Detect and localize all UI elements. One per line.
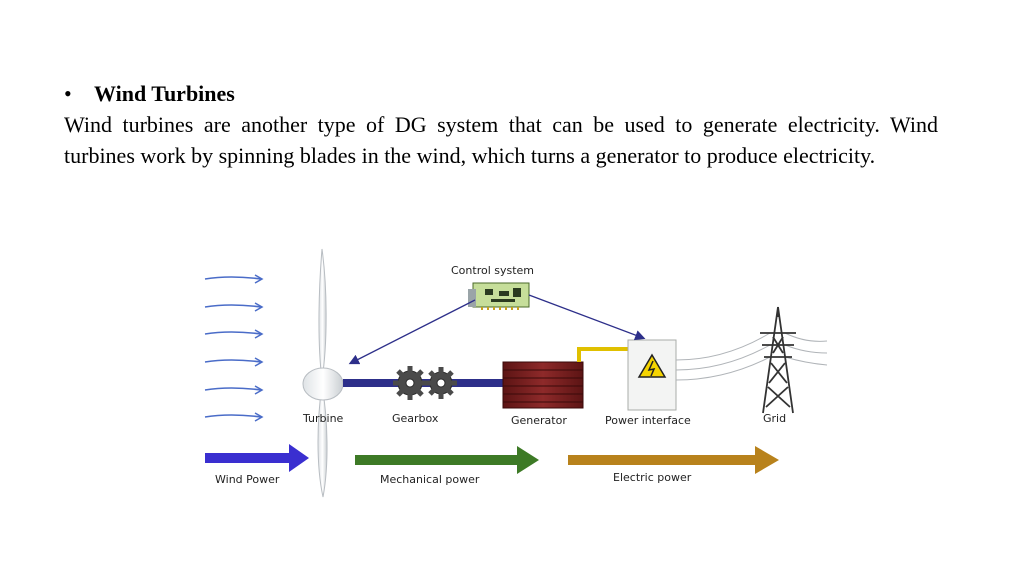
generator-icon: [502, 361, 584, 409]
power-interface-icon: [627, 339, 677, 411]
gearbox-icon: [393, 366, 457, 400]
label-power-interface: Power interface: [605, 414, 691, 427]
control-system-icon: [468, 282, 530, 310]
label-turbine: Turbine: [303, 412, 344, 425]
control-arrow-turbine: [348, 299, 476, 365]
label-mechanical-power: Mechanical power: [380, 473, 480, 486]
grid-pylon-icon: [760, 306, 796, 414]
turbine-rotor: [302, 248, 344, 498]
label-wind-power: Wind Power: [215, 473, 280, 486]
diagram-graphics: [204, 248, 828, 498]
wind-stream-arrows: [204, 274, 264, 422]
wind-power-arrow: [205, 444, 309, 472]
label-grid: Grid: [763, 412, 787, 425]
label-generator: Generator: [511, 414, 567, 427]
heading-wind-turbines: Wind Turbines: [94, 81, 235, 106]
power-cable: [577, 347, 628, 362]
bullet-marker: •: [64, 81, 72, 106]
bullet-heading: • Wind Turbines: [64, 78, 938, 109]
mechanical-power-arrow: [355, 446, 539, 474]
label-gearbox: Gearbox: [392, 412, 439, 425]
label-control-system: Control system: [451, 264, 535, 277]
electric-power-arrow: [568, 446, 779, 474]
slide-text: • Wind Turbines Wind turbines are anothe…: [64, 78, 938, 171]
transmission-lines: [675, 332, 828, 381]
control-arrow-interface: [528, 294, 646, 341]
wind-turbine-diagram: Control system Turbine Gearbox Generator…: [195, 245, 835, 505]
label-electric-power: Electric power: [613, 471, 692, 484]
body-paragraph: Wind turbines are another type of DG sys…: [64, 112, 938, 168]
